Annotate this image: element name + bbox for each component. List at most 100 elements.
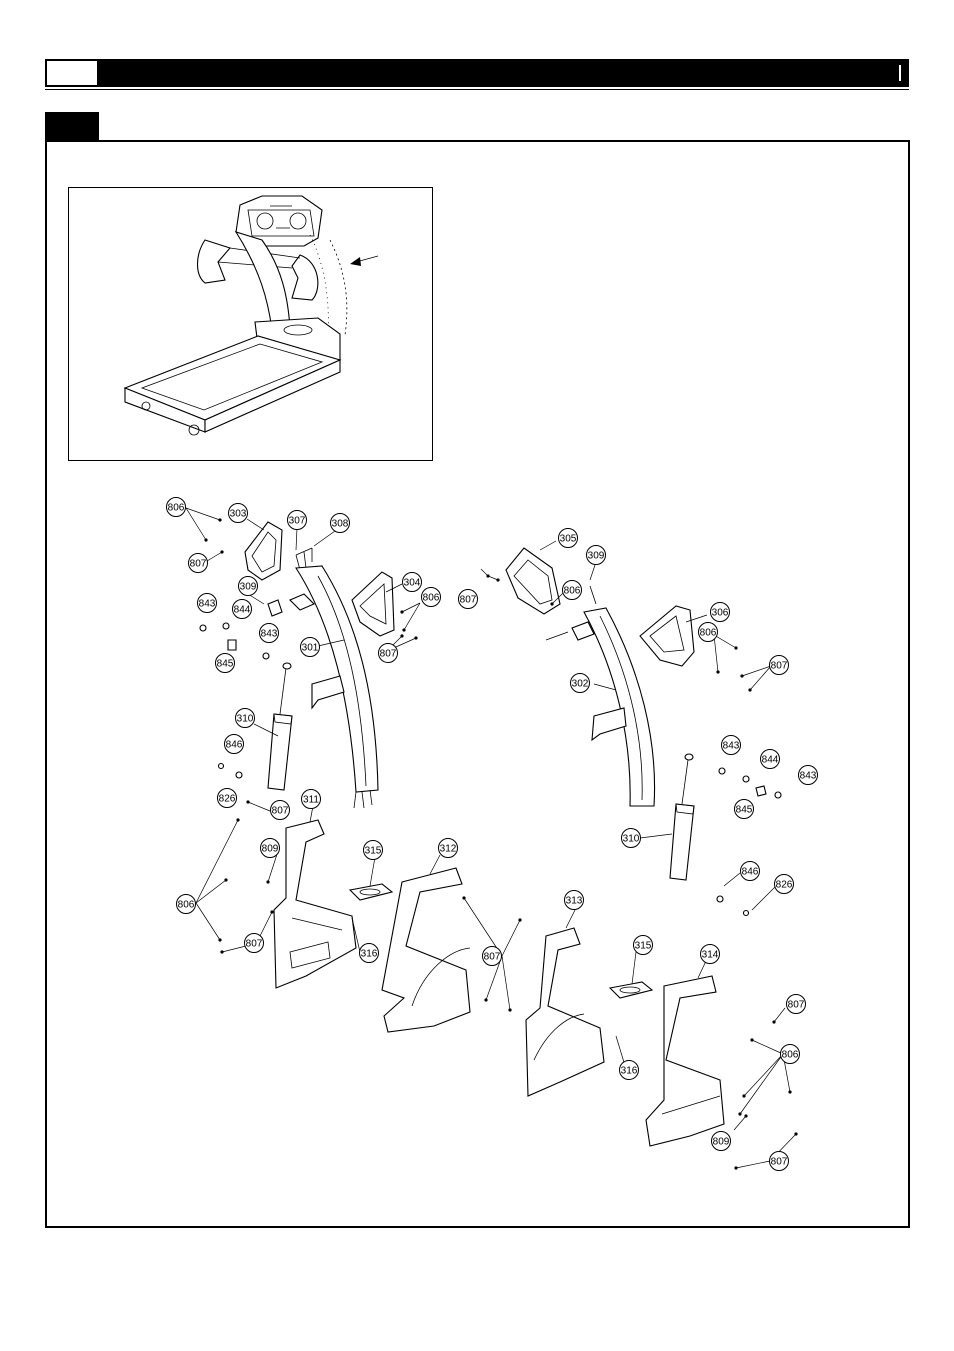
callout-balloon [760,749,780,769]
callout-balloon [228,503,248,523]
callout-843: 843 [259,623,279,643]
callout-311: 311 [301,789,321,809]
callout-label: 309 [240,582,257,593]
callout-label: 306 [712,608,729,619]
callout-label: 307 [289,516,306,527]
left-upright-assembly [199,521,471,1033]
callout-label: 846 [742,867,759,878]
callout-label: 807 [788,1000,805,1011]
callout-label: 843 [723,741,740,752]
callout-balloon [734,799,754,819]
callout-label: 807 [380,649,397,660]
callout-label: 302 [572,679,589,690]
callout-806: 806 [421,587,441,607]
callout-301: 301 [300,637,320,657]
callout-309: 309 [238,576,258,596]
callout-806: 806 [176,894,196,914]
callout-balloon [700,944,720,964]
callout-308: 308 [330,513,350,533]
callout-label: 806 [700,628,717,639]
callout-302: 302 [570,673,590,693]
callout-label: 310 [623,834,640,845]
callout-balloon [176,894,196,914]
callout-balloon [570,673,590,693]
callout-balloon [621,828,641,848]
callout-806: 806 [780,1044,800,1064]
callout-label: 311 [303,795,319,806]
callout-826: 826 [774,874,794,894]
callout-balloon [260,838,280,858]
callout-balloon [188,553,208,573]
callout-846: 846 [740,861,760,881]
callout-balloon [798,765,818,785]
callout-846: 846 [224,734,244,754]
callout-806: 806 [698,622,718,642]
callout-balloon [586,545,606,565]
callout-balloon [786,994,806,1014]
callout-balloon [564,890,584,910]
callout-314: 314 [700,944,720,964]
right-upright-assembly [505,547,782,1147]
callout-845: 845 [734,799,754,819]
callout-label: 807 [246,939,263,950]
callout-label: 313 [566,896,583,907]
callout-303: 303 [228,503,248,523]
callout-label: 809 [713,1137,730,1148]
callout-balloon [721,735,741,755]
callout-balloon [710,602,730,622]
callout-807: 807 [188,553,208,573]
callout-309: 309 [586,545,606,565]
callout-balloon [438,838,458,858]
callout-label: 806 [564,586,581,597]
callout-807: 807 [482,946,502,966]
header-rule [45,89,909,90]
callout-balloon [238,576,258,596]
callout-label: 312 [440,844,457,855]
callout-label: 806 [168,503,185,514]
callout-307: 307 [287,510,307,530]
callout-label: 301 [302,643,319,654]
header-end-mark [899,65,901,81]
callout-label: 305 [560,534,577,545]
callout-balloon [197,593,217,613]
callout-label: 807 [272,806,289,817]
callout-balloon [378,643,398,663]
callout-balloon [224,734,244,754]
callout-label: 843 [199,599,216,610]
callout-balloon [482,946,502,966]
callout-balloon [698,622,718,642]
callout-label: 316 [361,949,378,960]
callout-balloon [619,1060,639,1080]
treadmill-overview-illustration [123,195,379,436]
callout-label: 304 [404,578,421,589]
callout-304: 304 [402,572,422,592]
callout-balloon [259,623,279,643]
callout-label: 843 [261,629,278,640]
callout-826: 826 [217,788,237,808]
callout-balloon [166,497,186,517]
callout-label: 809 [262,844,279,855]
callout-balloon [740,861,760,881]
callout-844: 844 [232,599,252,619]
leader-lines [185,507,798,1170]
callout-label: 806 [178,900,195,911]
callout-balloon [235,708,255,728]
callout-label: 806 [782,1050,799,1061]
callout-label: 316 [621,1066,638,1077]
callout-306: 306 [710,602,730,622]
callout-balloon [330,513,350,533]
callout-844: 844 [760,749,780,769]
callout-845: 845 [215,653,235,673]
callout-label: 807 [460,595,477,606]
callout-305: 305 [558,528,578,548]
callout-label: 845 [736,805,753,816]
callout-label: 844 [234,605,251,616]
callout-balloon [232,599,252,619]
callout-balloon [270,800,290,820]
callout-label: 826 [219,794,236,805]
callout-label: 807 [484,952,501,963]
callout-label: 314 [702,950,719,961]
callout-310: 310 [621,828,641,848]
callout-label: 807 [771,661,788,672]
callout-315: 315 [633,935,653,955]
